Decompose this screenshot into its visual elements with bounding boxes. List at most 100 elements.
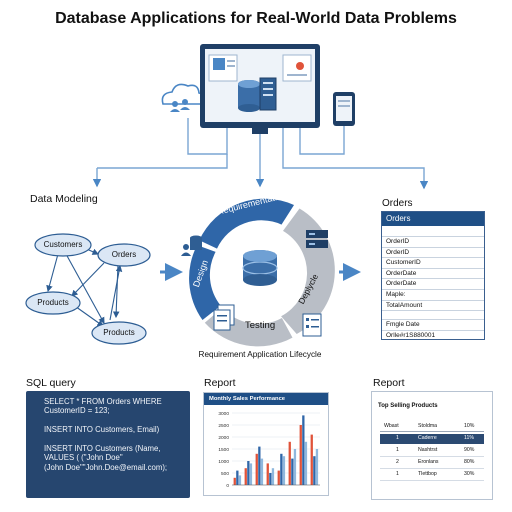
node-label-products-bottom: Products — [103, 328, 135, 337]
bar — [293, 449, 297, 485]
bar — [315, 449, 319, 485]
orders-row: CustomerID — [382, 258, 484, 269]
bar — [282, 456, 286, 485]
report2-header-cell: Wbast — [384, 423, 399, 429]
bar — [260, 458, 264, 485]
bar — [255, 453, 258, 485]
report2-cell: 80% — [464, 459, 475, 465]
node-label-customers: Customers — [43, 240, 83, 249]
report2-cell: 1 — [396, 447, 399, 453]
bar — [249, 463, 253, 485]
orders-row: Maple: — [382, 290, 484, 301]
report2-header-cell: Stoldma — [418, 423, 438, 429]
orders-row: Orlle#r1S880001 — [386, 331, 436, 339]
report2-header-row: Wbast Stoldma 10% — [380, 422, 484, 432]
bar — [280, 453, 283, 485]
sql-line: VALUES ( ("John Doe" — [44, 453, 123, 463]
sql-line — [44, 416, 190, 425]
bar — [266, 463, 269, 485]
y-tick-label: 1500 — [218, 447, 229, 453]
bar — [269, 473, 272, 485]
sql-line: INSERT INTO Customers, Email) — [44, 425, 160, 435]
y-tick-label: 1000 — [218, 459, 229, 465]
sql-line: INSERT INTO Customers (Name, — [44, 444, 161, 454]
orders-table: Orders OrderID OrderID CustomerID OrderD… — [381, 211, 485, 340]
phone-icon — [333, 92, 355, 126]
bar — [271, 468, 275, 485]
report2-header-cell: 10% — [464, 423, 475, 429]
bar — [238, 475, 242, 485]
report1-panel: Monthly Sales Performance 0 500 1000 1500 20… — [203, 392, 329, 496]
report2-row: 1 Tlettbop 30% — [380, 470, 484, 481]
report2-cell: 30% — [464, 471, 475, 477]
report2-cell: 1 — [396, 435, 399, 441]
checklist-icon — [302, 313, 322, 337]
entity-products-left — [25, 291, 81, 315]
bar — [258, 446, 261, 485]
y-tick-label: 500 — [221, 471, 229, 477]
server-icon — [306, 230, 328, 248]
orders-row: OrderID — [382, 237, 484, 248]
entity-customers — [34, 233, 92, 257]
sql-line — [44, 435, 190, 444]
report1-label: Report — [204, 377, 236, 389]
node-label-orders: Orders — [111, 250, 137, 259]
sql-line: SELECT * FROM Orders WHERE — [44, 397, 162, 406]
stage-testing: Testing — [245, 320, 276, 331]
y-tick-label: 3000 — [218, 411, 229, 417]
data-modeling-label: Data Modeling — [30, 193, 98, 205]
report2-subtitle: Top Selling Products — [378, 403, 438, 409]
monitor-icon — [200, 44, 320, 134]
cloud-users-icon — [161, 83, 207, 112]
bar — [313, 456, 316, 485]
bar — [304, 441, 308, 485]
report2-cell: Nashtrst — [418, 447, 438, 453]
report2-cell: 90% — [464, 447, 475, 453]
orders-title: Orders — [382, 198, 413, 209]
bar — [302, 415, 305, 485]
bar — [299, 425, 302, 485]
orders-row: OrderDate — [382, 279, 484, 290]
report2-row: 1 Caderre 11% — [380, 434, 484, 444]
node-label-products-left: Products — [37, 298, 69, 307]
report2-cell: Eronlans — [418, 459, 439, 465]
orders-row: OrderDate — [382, 269, 484, 280]
bar — [310, 434, 313, 485]
bar — [291, 458, 294, 485]
report2-panel: Top Selling Products Wbast Stoldma 10% 1… — [371, 391, 493, 500]
report2-cell: Caderre — [418, 435, 437, 441]
y-tick-label: 0 — [226, 483, 229, 489]
y-tick-label: 2000 — [218, 435, 229, 441]
bar — [244, 468, 247, 485]
report1-chart-title: Monthly Sales Performance — [204, 393, 328, 405]
lifecycle-ring — [189, 198, 335, 347]
entity-orders — [97, 243, 151, 267]
report2-row: 2 Eronlans 80% — [380, 458, 484, 469]
entity-products-bottom — [91, 321, 147, 345]
sales-bar-chart: 0 500 1000 1500 2000 2500 3000 — [218, 411, 320, 489]
orders-table-header: Orders — [382, 212, 484, 226]
document-stack-icon — [213, 304, 235, 331]
page-title: Database Applications for Real-World Dat… — [55, 10, 457, 27]
report2-row: 1 Nashtrst 90% — [380, 446, 484, 457]
bar — [236, 470, 239, 485]
sql-line: (John Doe""John.Doe@email.com); — [44, 462, 168, 472]
sql-panel: SELECT * FROM Orders WHERE CustomerID = … — [26, 391, 190, 498]
lifecycle-caption: Requirement Application Lifecycle — [198, 350, 322, 359]
bar — [247, 461, 250, 485]
sql-label: SQL query — [26, 377, 76, 389]
y-tick-label: 2500 — [218, 423, 229, 429]
report2-cell: 11% — [464, 435, 474, 441]
orders-row: Fmgle Date — [382, 320, 484, 331]
bar — [233, 477, 236, 485]
report2-label: Report — [373, 377, 405, 389]
orders-row: TotalAmount — [382, 301, 484, 312]
people-database-icon — [181, 235, 202, 256]
report2-cell: 1 — [396, 471, 399, 477]
report2-cell: Tlettbop — [418, 471, 437, 477]
bar — [277, 470, 280, 485]
bar — [288, 441, 291, 485]
report2-cell: 2 — [396, 459, 399, 465]
connector-lines — [92, 118, 429, 190]
